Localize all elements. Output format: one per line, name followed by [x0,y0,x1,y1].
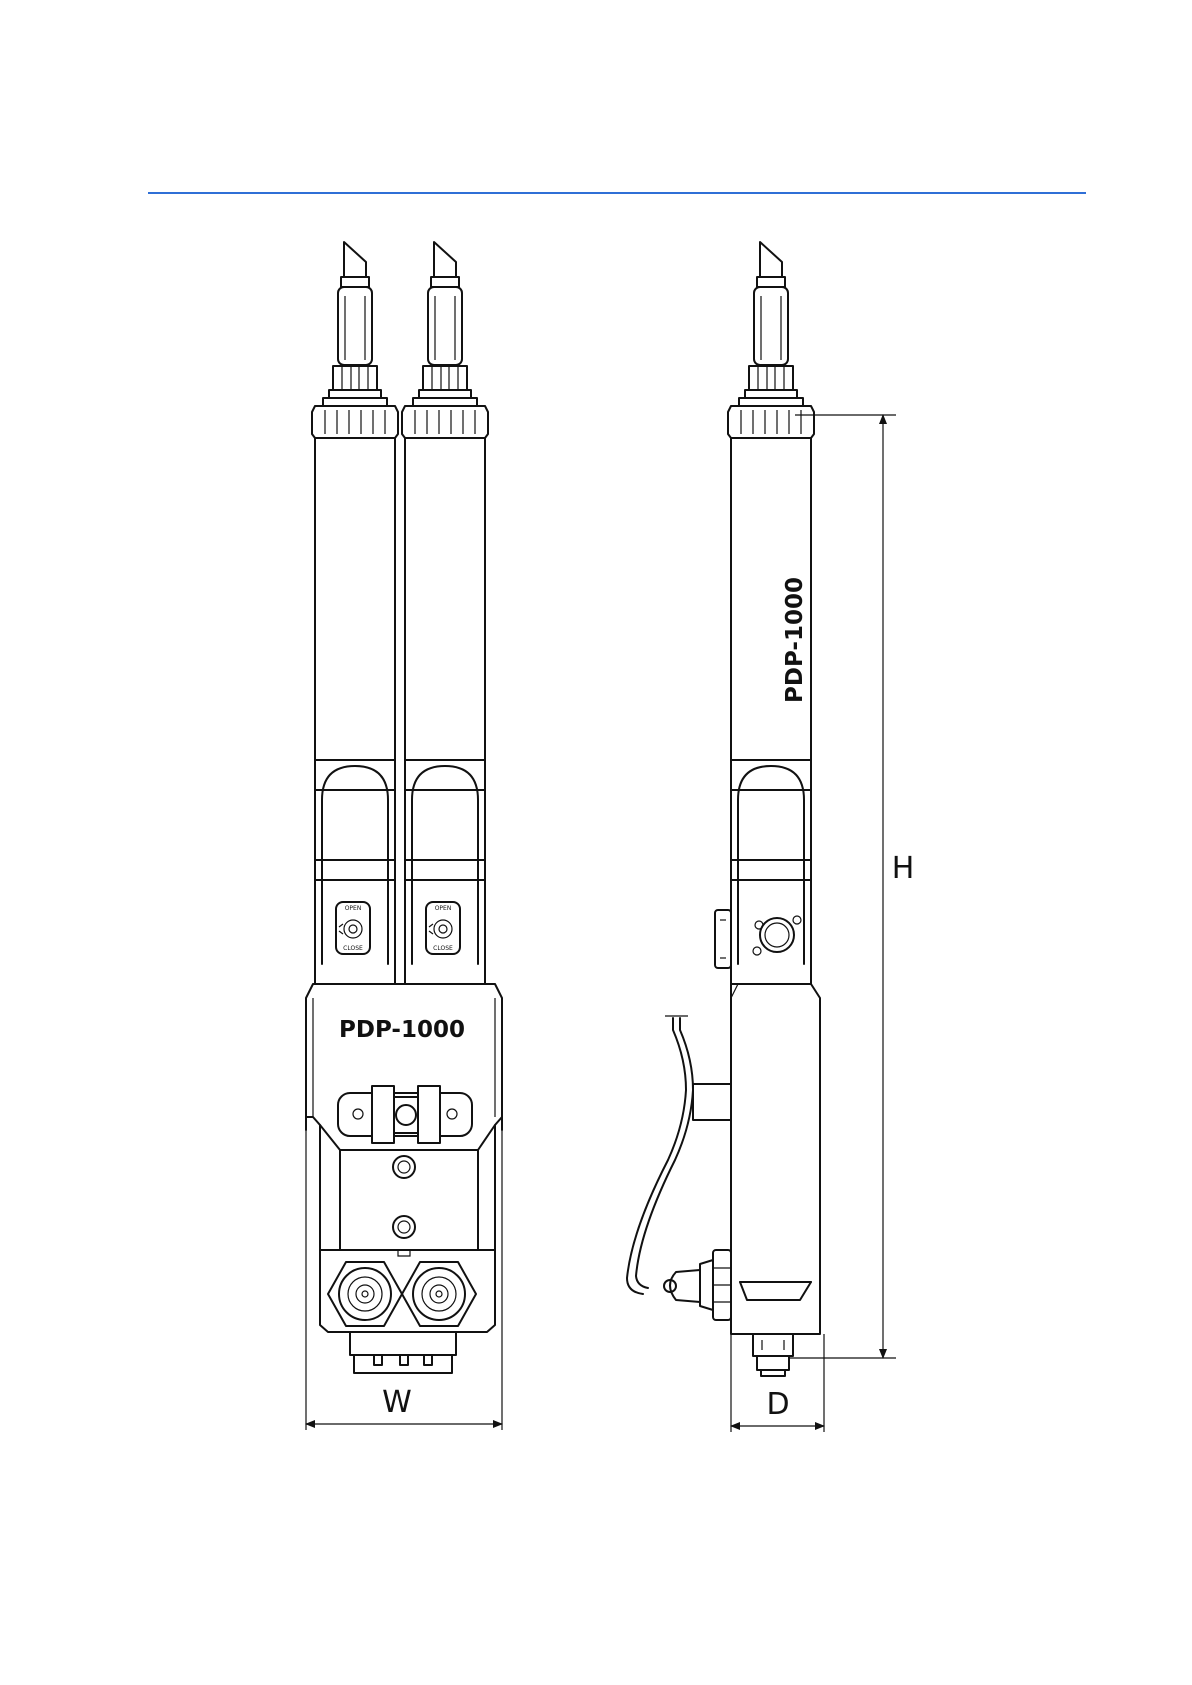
valve-close-label: CLOSE [343,945,363,952]
depth-dim-label: D [766,1387,789,1422]
valve-open-label: OPEN [435,905,452,912]
front-view: OPEN CLOSE OPEN CLOSE PDP-1000 [306,242,502,1430]
side-view: PDP-1000 [627,242,914,1432]
side-model-label: PDP-1000 [782,577,808,703]
side-adjust-knob [715,910,731,968]
width-dim-label: W [382,1385,412,1420]
valve-adjuster-left: OPEN CLOSE [336,902,370,954]
mounting-plate [338,1086,472,1143]
valve-adjuster-right: OPEN CLOSE [426,902,460,954]
front-barrel-left [312,242,398,984]
front-barrel-right [402,242,488,984]
front-model-label: PDP-1000 [339,1017,465,1043]
sensor-fitting [664,1250,731,1320]
sensor-cable [627,1016,693,1294]
side-nozzle [753,1334,793,1376]
valve-close-label: CLOSE [433,945,453,952]
height-dim-label: H [892,851,915,886]
nozzle-block [350,1332,456,1373]
valve-open-label: OPEN [345,905,362,912]
cable-clamp [693,1084,731,1120]
